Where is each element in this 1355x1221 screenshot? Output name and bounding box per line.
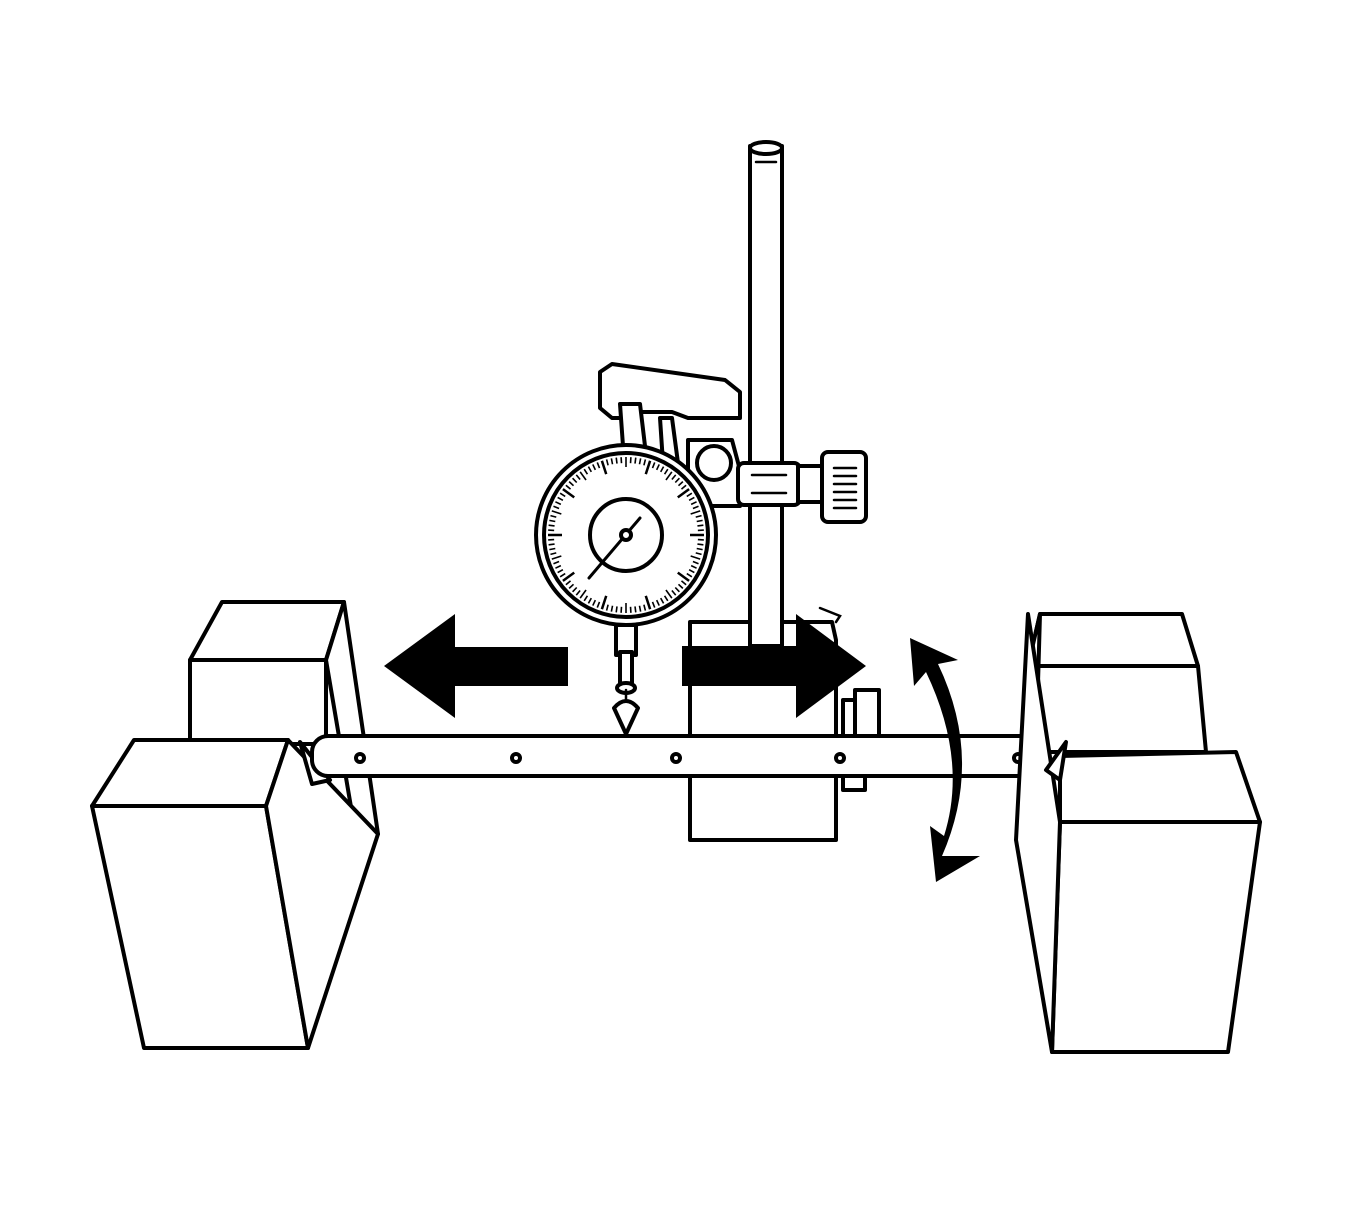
dial-tick <box>697 524 704 527</box>
dial-tick <box>583 595 589 602</box>
dial-tick <box>655 464 660 471</box>
dial-tick <box>555 564 562 569</box>
dial-tick <box>596 601 601 608</box>
dial-tick <box>551 555 562 560</box>
dial-tick <box>634 457 637 464</box>
dial-tick <box>562 571 575 582</box>
dial-tick <box>579 589 587 599</box>
dial-tick <box>651 462 656 469</box>
dial-tick <box>663 468 669 475</box>
dial-tick <box>587 466 593 473</box>
dial-tick <box>605 604 609 611</box>
arrow-right-icon <box>682 614 866 718</box>
dial-tick <box>677 571 690 582</box>
dial-tick <box>671 474 677 481</box>
dial-tick <box>553 505 560 510</box>
dial-tick <box>688 496 695 502</box>
dial-tick <box>696 547 703 551</box>
dial-tick <box>692 505 699 510</box>
dial-tick <box>592 464 597 471</box>
dial-tick <box>665 589 673 599</box>
dial-tick <box>680 580 687 586</box>
rotate-arrow-icon <box>910 638 980 882</box>
dial-tick <box>659 466 665 473</box>
dial-tick <box>686 572 693 578</box>
dial-tick <box>553 560 560 565</box>
dial-tick <box>638 605 642 612</box>
dial-tick <box>663 595 669 602</box>
dial-tick <box>565 484 572 490</box>
dial-tick <box>548 543 555 546</box>
dial-tick <box>565 580 572 586</box>
dial-tick <box>655 599 660 606</box>
dial-scale-ticks <box>548 457 704 613</box>
dial-tick <box>690 510 701 515</box>
dial-tick <box>592 599 597 606</box>
dial-tick <box>615 457 618 464</box>
dial-tick <box>575 589 581 596</box>
dial-tick <box>557 496 564 502</box>
dial-tick <box>615 606 618 613</box>
dial-tick <box>557 568 564 574</box>
dial-tick <box>579 471 587 481</box>
dial-tick <box>677 583 684 589</box>
dial-tick <box>559 492 566 498</box>
dial-tick <box>549 519 556 523</box>
dial-indicator <box>534 443 718 736</box>
dial-tick <box>572 477 578 484</box>
dial-tick <box>644 595 652 610</box>
dial-tick <box>644 460 652 475</box>
dial-tick <box>677 488 690 499</box>
dial-tick <box>568 583 575 589</box>
dial-tick <box>638 458 642 465</box>
dial-tick <box>659 597 665 604</box>
dial-tick <box>643 604 647 611</box>
dial-tick <box>688 568 695 574</box>
arrow-left-icon <box>384 614 568 718</box>
dial-tick <box>549 547 556 551</box>
dial-tick <box>671 589 677 596</box>
dial-tick <box>587 597 593 604</box>
dial-tick <box>605 459 609 466</box>
dial-tick <box>686 492 693 498</box>
stand-post <box>748 140 784 648</box>
dial-tick <box>677 481 684 487</box>
dial-tick <box>697 543 704 546</box>
dial-tick <box>610 458 614 465</box>
dial-tick <box>550 552 557 556</box>
dial-tick <box>651 601 656 608</box>
v-block-left <box>90 600 380 1050</box>
dial-tick <box>559 572 566 578</box>
dial-tick <box>550 514 557 518</box>
dial-tick <box>555 501 562 506</box>
dial-tick <box>674 586 680 593</box>
dial-tick <box>600 595 608 610</box>
dial-tick <box>680 484 687 490</box>
dial-tick <box>690 555 701 560</box>
dial-tick <box>690 501 697 506</box>
dial-tick <box>690 564 697 569</box>
dial-tick <box>583 468 589 475</box>
magnetic-base <box>688 606 881 842</box>
dial-tick <box>695 514 702 518</box>
dial-tick <box>562 488 575 499</box>
dial-tick <box>568 481 575 487</box>
dial-tick <box>665 471 673 481</box>
dial-tick <box>548 524 555 527</box>
dial-tick <box>596 462 601 469</box>
dial-needle <box>587 516 642 580</box>
dial-tick <box>692 560 699 565</box>
dial-tick <box>551 510 562 515</box>
dial-tick <box>634 606 637 613</box>
dial-tick <box>575 474 581 481</box>
dial-tick <box>695 552 702 556</box>
dial-tick <box>674 477 680 484</box>
dial-tick <box>572 586 578 593</box>
dial-tick <box>696 519 703 523</box>
dial-tick <box>610 605 614 612</box>
v-block-right <box>1014 612 1262 1054</box>
dial-tick <box>600 460 608 475</box>
dial-tick <box>643 459 647 466</box>
